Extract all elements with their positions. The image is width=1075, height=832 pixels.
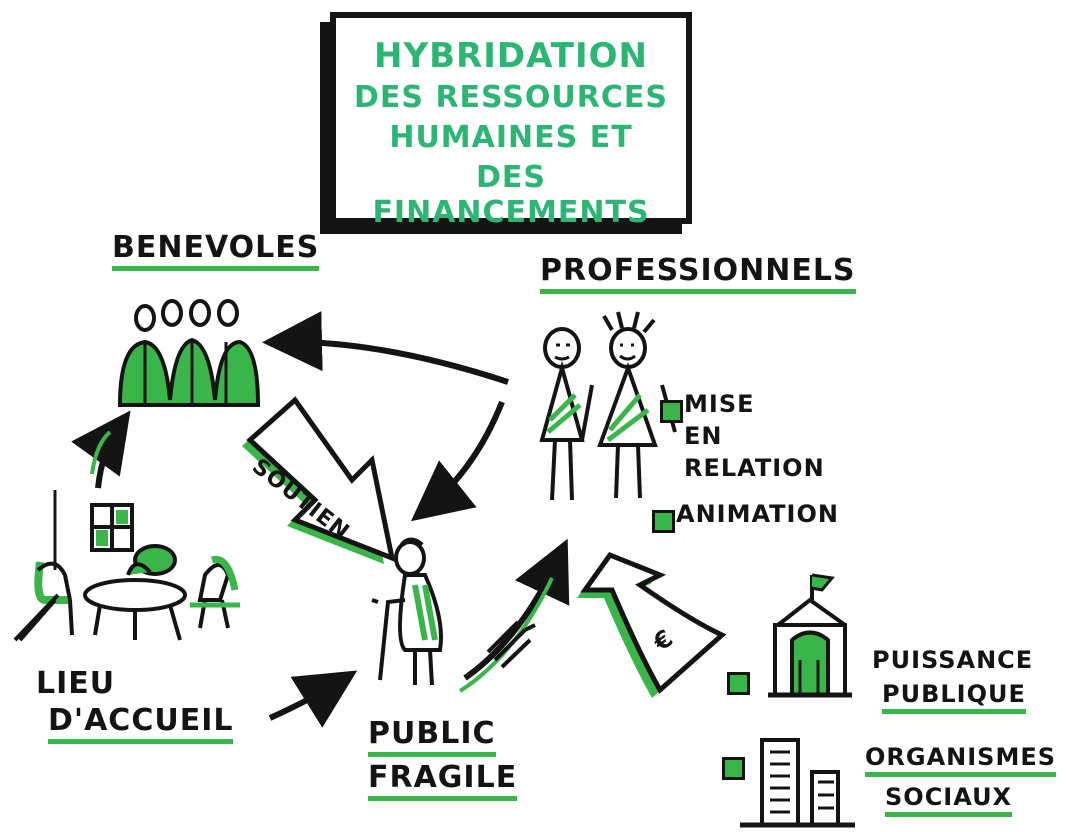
title-line-4: DES FINANCEMENTS	[372, 160, 650, 230]
mise-label-line1: MISE	[684, 390, 755, 418]
volunteers-group-icon	[117, 299, 261, 407]
professionnels-label: PROFESSIONNELS	[540, 255, 856, 294]
puissance-label-line1: PUISSANCE	[872, 646, 1034, 674]
organismes-label-line1: ORGANISMES	[865, 744, 1057, 778]
town-hall-icon	[768, 573, 852, 698]
title-line-3: HUMAINES ET	[389, 120, 633, 155]
public-label-line2: FRAGILE	[368, 762, 518, 801]
arrow-pro-to-benevoles	[262, 311, 509, 385]
public-label-line1: PUBLIC	[368, 718, 496, 757]
title-box: HYBRIDATION DES RESSOURCES HUMAINES ET D…	[330, 12, 692, 230]
euro-arrow-icon	[577, 551, 727, 698]
arrow-lieu-to-benevoles	[71, 410, 131, 489]
fork-icon	[486, 620, 536, 669]
elderly-person-icon	[371, 537, 443, 686]
benevoles-label: BENEVOLES	[112, 232, 320, 271]
arrow-lieu-to-public	[268, 670, 358, 728]
mise-label-line3: RELATION	[684, 454, 825, 482]
professionals-figures-icon	[539, 311, 677, 501]
organismes-bullet-icon	[722, 757, 745, 780]
house-window-icon	[90, 503, 134, 552]
animation-label: ANIMATION	[676, 500, 839, 528]
organismes-label-line2: SOCIAUX	[885, 784, 1013, 818]
soutien-arrow-icon	[242, 396, 396, 564]
lieu-label-line2: D'ACCUEIL	[48, 705, 234, 744]
lieu-label-line1: LIEU	[36, 666, 116, 701]
puissance-label-line2: PUBLIQUE	[882, 681, 1026, 715]
table-chairs-icon	[13, 490, 240, 642]
arrow-pro-to-public	[410, 400, 505, 522]
title-line-1: HYBRIDATION	[374, 36, 648, 76]
puissance-bullet-icon	[727, 672, 750, 695]
mise-bullet-icon	[660, 400, 683, 423]
animation-bullet-icon	[652, 510, 675, 533]
mise-label-line2: EN	[684, 422, 723, 450]
office-buildings-icon	[740, 738, 855, 828]
arrow-public-to-pro	[463, 538, 570, 681]
title-line-2: DES RESSOURCES	[354, 80, 668, 115]
